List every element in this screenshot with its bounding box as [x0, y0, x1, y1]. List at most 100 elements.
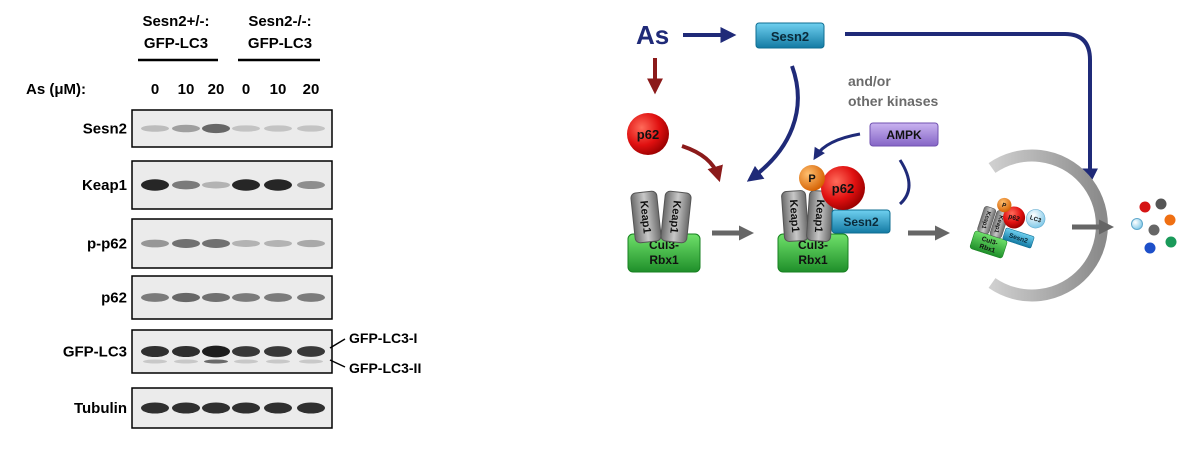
kinase-note-line2: other kinases	[848, 93, 938, 109]
blot-band	[297, 346, 325, 357]
fragment-green	[1165, 236, 1177, 248]
phospho-group: P	[799, 165, 825, 191]
blot-band	[264, 240, 292, 247]
blot-band	[297, 180, 325, 190]
blot-row-p-p62: p-p62	[87, 218, 333, 269]
blot-strip	[131, 109, 333, 148]
blot-band	[202, 123, 230, 134]
blot-band-lc3-ii	[204, 359, 228, 364]
lc3-ii-pointer	[329, 359, 346, 368]
dose-label: 0	[151, 81, 159, 98]
cul3-label-line2: Rbx1	[978, 243, 996, 255]
blot-band	[202, 181, 230, 189]
phospho-cargo-label: P	[1001, 203, 1007, 210]
blot-row-p62: p62	[101, 275, 333, 320]
blot-band	[141, 179, 169, 191]
p62-cargo-label: p62	[1007, 213, 1020, 223]
p62-node-label: p62	[637, 127, 659, 142]
blot-band	[232, 293, 260, 302]
genotype-1-line1: Sesn2+/-:	[142, 13, 209, 30]
lc3-label: LC3	[1029, 215, 1042, 224]
dose-label: 10	[270, 81, 287, 98]
blot-band	[172, 180, 200, 190]
blot-strip	[131, 275, 333, 320]
blot-row-label: p-p62	[87, 236, 127, 253]
keap1-label: Keap1	[667, 200, 682, 234]
blot-band	[297, 293, 325, 302]
keap1-cul3-complex-2: Cul3- Rbx1 Keap1 Keap1 Sesn2 p62 P	[777, 165, 891, 273]
cul3-label-line1: Cul3-	[981, 236, 999, 248]
blot-row-tubulin: Tubulin	[74, 387, 333, 429]
degradation-products	[1131, 198, 1177, 254]
blot-band	[172, 124, 200, 133]
keap1-monomer-left: Keap1	[781, 190, 809, 242]
blot-row-label: GFP-LC3	[63, 344, 127, 361]
blot-band	[202, 239, 230, 248]
blot-band	[172, 239, 200, 248]
kinase-note-line1: and/or	[848, 73, 891, 89]
pathway-diagram: As Sesn2 p62 and/or other kinases AMPK	[627, 20, 1177, 302]
cul3-label-line2: Rbx1	[649, 253, 679, 267]
blot-band	[141, 239, 169, 248]
blot-band	[264, 402, 292, 414]
blot-band	[232, 402, 260, 414]
blot-row-sesn2: Sesn2	[83, 109, 333, 148]
sesn2-to-degradation-arrow	[845, 32, 1098, 185]
autophagosome: Cul3- Rbx1 Keap1 Keap1 Sesn2 p62 P LC3	[969, 149, 1108, 302]
sesn2-to-keap1-arrow	[746, 65, 800, 182]
blot-band-lc3-ii	[299, 359, 323, 364]
p62-node: p62	[627, 113, 669, 155]
fragment-lightblue	[1131, 218, 1143, 230]
blot-band	[141, 402, 169, 414]
genotype-1-line2: GFP-LC3	[144, 35, 208, 52]
blot-row-gfp-lc3: GFP-LC3	[63, 329, 333, 374]
fragment-gray2	[1148, 224, 1160, 236]
keap1-cul3-complex-1: Cul3- Rbx1 Keap1 Keap1	[627, 190, 701, 273]
keap1-label: Keap1	[980, 210, 992, 230]
blot-row-label: Sesn2	[83, 121, 127, 138]
blot-row-label: Tubulin	[74, 400, 127, 417]
p62-bound-label: p62	[832, 181, 854, 196]
ampk-node-label: AMPK	[886, 128, 922, 142]
sesn2-bound: Sesn2	[831, 209, 891, 234]
blot-band	[297, 239, 325, 248]
keap1-label: Keap1	[637, 200, 652, 234]
ampk-feedback-curve	[898, 159, 911, 206]
keap1-monomer-left: Keap1	[977, 206, 997, 235]
lc3-ii-label: GFP-LC3-II	[349, 360, 421, 376]
fragment-red	[1139, 201, 1151, 213]
lc3-i-pointer	[329, 338, 346, 349]
arsenic-label: As	[636, 20, 669, 50]
dose-axis-label: As (μM):	[26, 81, 86, 98]
phospho-label: P	[808, 173, 815, 185]
keap1-label: Keap1	[787, 199, 801, 233]
blot-band-lc3-ii	[234, 359, 258, 364]
lc3-i-label: GFP-LC3-I	[349, 330, 417, 346]
sesn2-bound-label: Sesn2	[843, 215, 879, 229]
dose-label: 20	[208, 81, 225, 98]
fragment-orange	[1164, 214, 1176, 226]
keap1-monomer-left: Keap1	[630, 190, 662, 244]
blot-band	[141, 345, 169, 358]
blot-band	[202, 293, 230, 302]
blot-band	[264, 179, 292, 191]
blot-band	[232, 240, 260, 247]
blot-band	[141, 293, 169, 302]
genotype-2-line2: GFP-LC3	[248, 35, 312, 52]
blot-band	[297, 125, 325, 132]
blot-band-lc3-ii	[174, 359, 198, 364]
blot-band	[264, 346, 292, 357]
blot-band	[202, 402, 230, 414]
dose-label: 0	[242, 81, 250, 98]
blot-strip	[131, 218, 333, 269]
cul3-label-line2: Rbx1	[798, 253, 828, 267]
blot-row-label: Keap1	[82, 177, 127, 194]
blot-band	[172, 402, 200, 414]
ampk-node: AMPK	[869, 122, 939, 147]
keap1-label: Keap1	[992, 214, 1004, 234]
blot-band	[297, 402, 325, 414]
fragment-navy	[1144, 242, 1156, 254]
western-blot: Sesn2+/-: GFP-LC3 Sesn2-/-: GFP-LC3 As (…	[26, 13, 421, 429]
